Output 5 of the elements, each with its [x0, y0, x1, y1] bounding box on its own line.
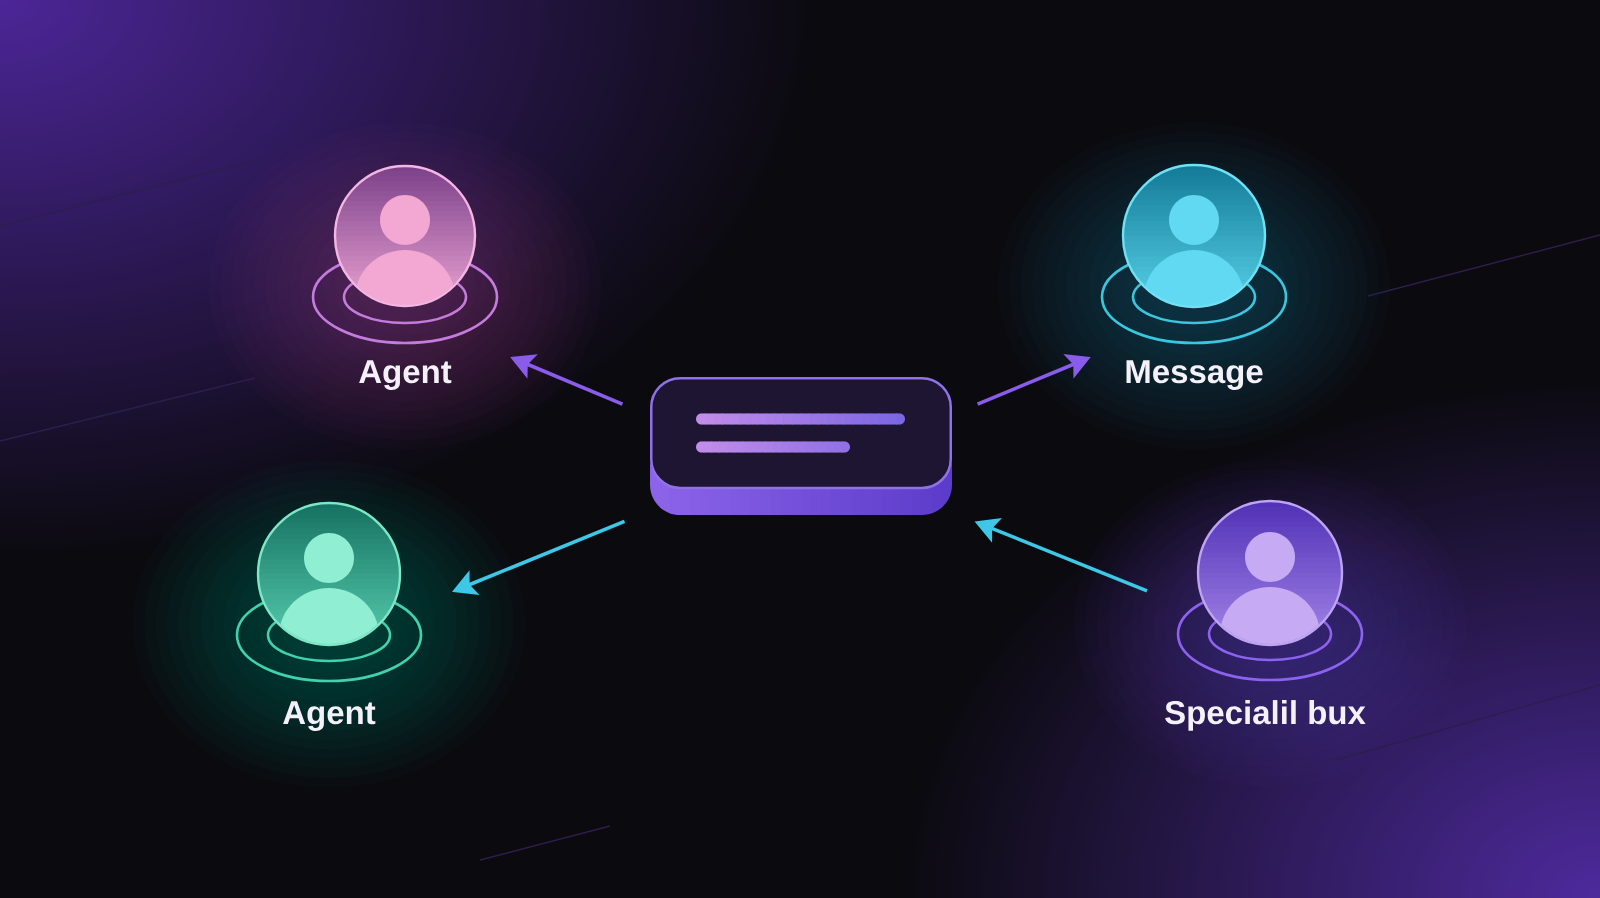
avatar-label: Agent: [283, 701, 376, 731]
avatar-label: Agent: [359, 360, 452, 390]
avatar-label: Message: [1126, 360, 1263, 390]
message-card: [650, 377, 952, 515]
avatar-label: Specialil bux: [1165, 700, 1366, 731]
